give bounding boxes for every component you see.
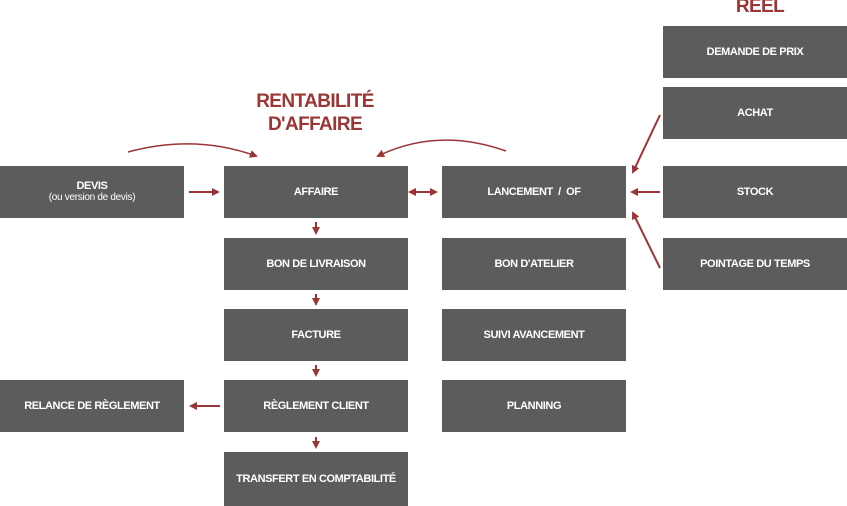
facture-box[interactable]: FACTURE — [224, 309, 408, 361]
pointage-du-temps-box[interactable]: POINTAGE DU TEMPS — [663, 238, 847, 290]
devis-label: DEVIS — [76, 180, 108, 192]
bon-atelier-label: BON D'ATELIER — [494, 258, 574, 270]
arrow-curve-left-rentabilite — [127, 143, 258, 158]
reglement-client-label: RÈGLEMENT CLIENT — [263, 400, 369, 412]
transfert-comptabilite-box[interactable]: TRANSFERT EN COMPTABILITÉ — [224, 452, 408, 506]
affaire-label: AFFAIRE — [293, 186, 339, 198]
suivi-avancement-label: SUIVI AVANCEMENT — [483, 329, 585, 341]
bon-atelier-box[interactable]: BON D'ATELIER — [442, 238, 626, 290]
reel-heading: RÉEL — [735, 0, 785, 17]
arrow-curve-right-rentabilite — [376, 139, 507, 157]
planning-label: PLANNING — [506, 400, 562, 412]
lancement-of-box[interactable]: LANCEMENT / OF — [442, 166, 626, 218]
demande-de-prix-box[interactable]: DEMANDE DE PRIX — [663, 26, 847, 78]
stock-box[interactable]: STOCK — [663, 166, 847, 218]
relance-reglement-label: RELANCE DE RÈGLEMENT — [24, 400, 160, 412]
stock-label: STOCK — [736, 186, 774, 198]
achat-box[interactable]: ACHAT — [663, 87, 847, 139]
rentabilite-heading-line1: RENTABILITÉ — [256, 91, 374, 112]
arrow-pointage-lancement — [632, 211, 661, 269]
facture-label: FACTURE — [291, 329, 341, 341]
relance-reglement-box[interactable]: RELANCE DE RÈGLEMENT — [0, 380, 184, 432]
achat-label: ACHAT — [737, 107, 773, 119]
planning-box[interactable]: PLANNING — [442, 380, 626, 432]
lancement-of-label: LANCEMENT / OF — [487, 186, 581, 198]
rentabilite-heading-line2: D'AFFAIRE — [267, 114, 363, 135]
affaire-box[interactable]: AFFAIRE — [224, 166, 408, 218]
transfert-comptabilite-label: TRANSFERT EN COMPTABILITÉ — [236, 473, 396, 485]
reglement-client-box[interactable]: RÈGLEMENT CLIENT — [224, 380, 408, 432]
bon-de-livraison-box[interactable]: BON DE LIVRAISON — [224, 238, 408, 290]
devis-box[interactable]: DEVIS (ou version de devis) — [0, 166, 184, 218]
pointage-du-temps-label: POINTAGE DU TEMPS — [700, 258, 810, 270]
devis-sublabel: (ou version de devis) — [48, 192, 136, 203]
suivi-avancement-box[interactable]: SUIVI AVANCEMENT — [442, 309, 626, 361]
arrow-achat-lancement — [631, 114, 661, 174]
demande-de-prix-label: DEMANDE DE PRIX — [706, 46, 804, 58]
rentabilite-heading: RENTABILITÉ D'AFFAIRE — [225, 90, 405, 136]
bon-de-livraison-label: BON DE LIVRAISON — [266, 258, 366, 270]
